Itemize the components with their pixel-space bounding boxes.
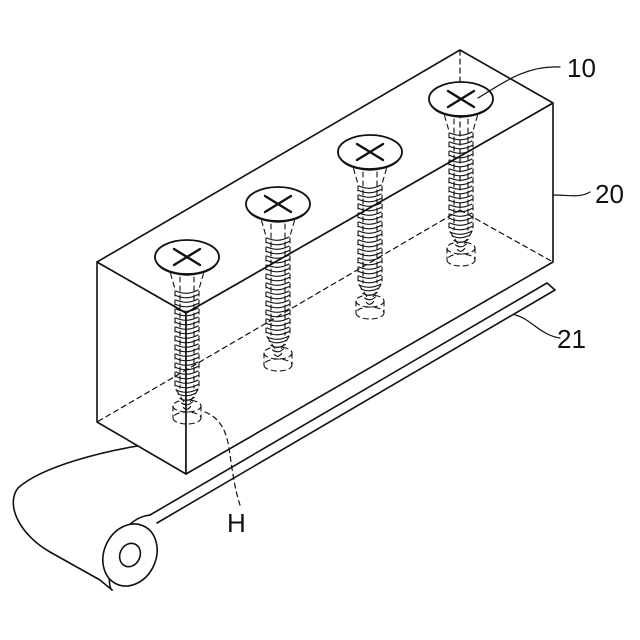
label-block-20: 20 [595, 179, 624, 209]
label-screw-10: 10 [567, 53, 596, 83]
label-sheet-21: 21 [557, 324, 586, 354]
label-hole-H: H [227, 508, 246, 538]
